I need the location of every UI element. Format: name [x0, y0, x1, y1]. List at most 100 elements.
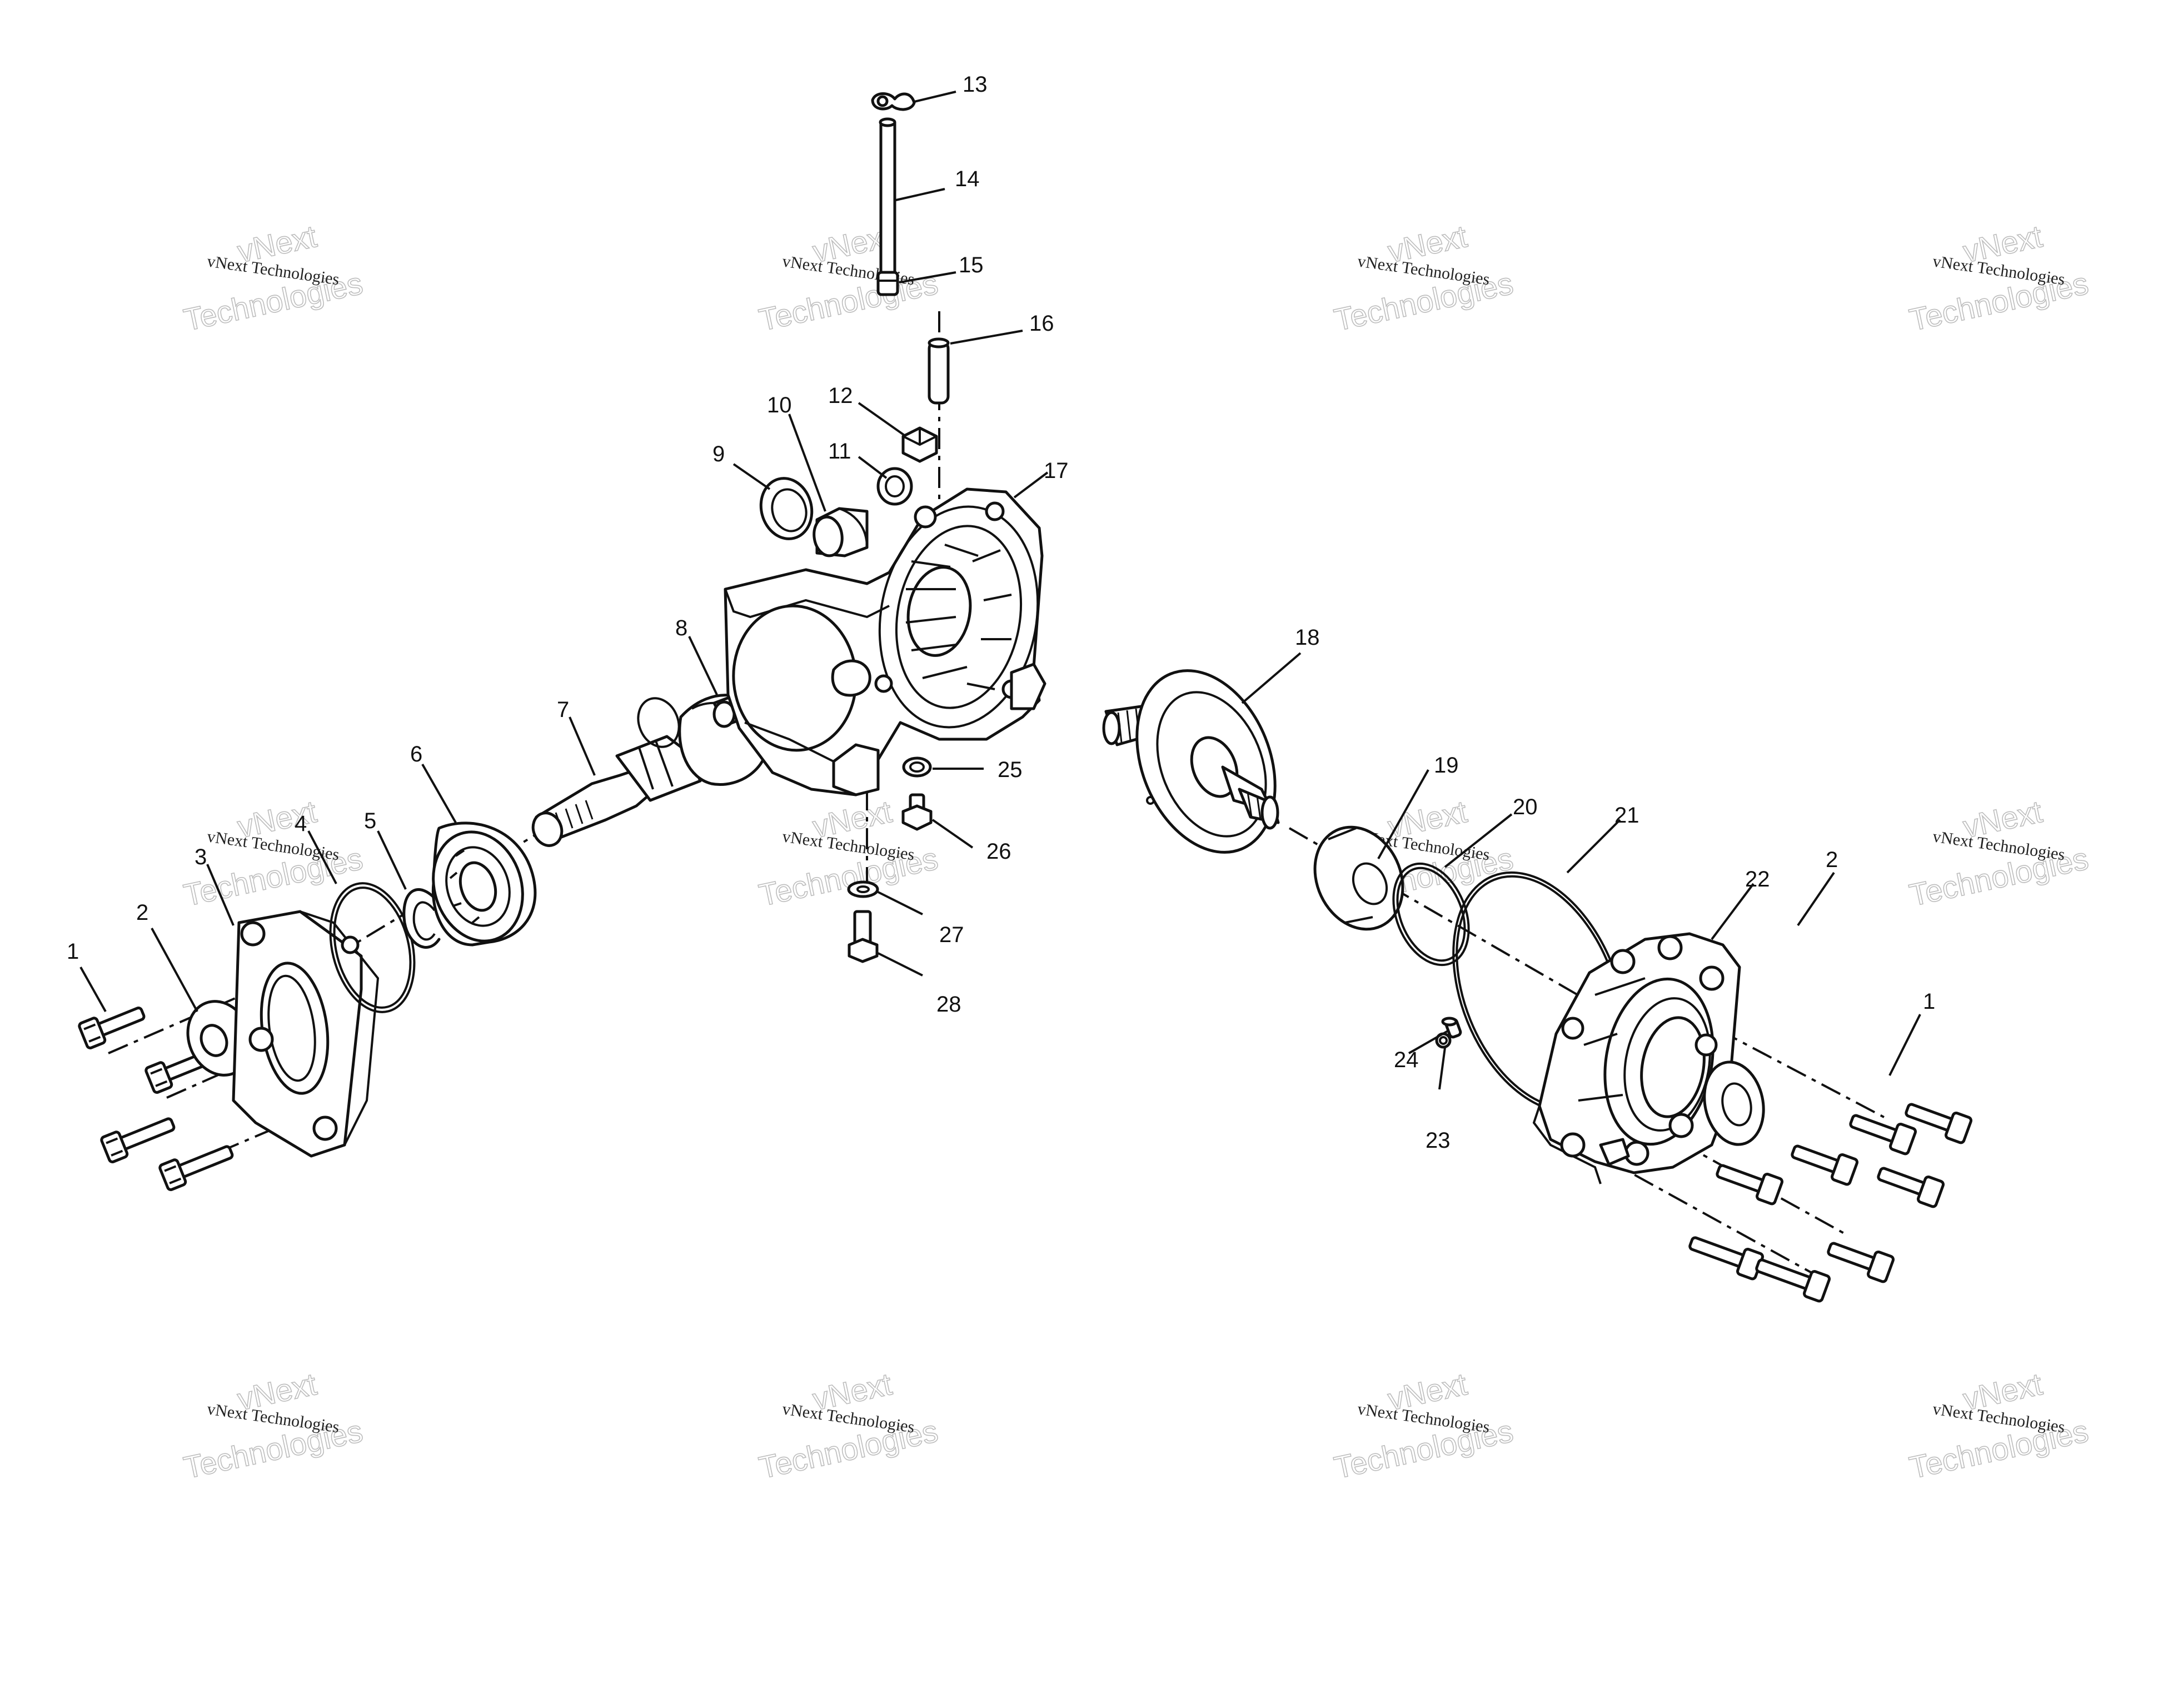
- bolt-part-1-right-8: [1755, 1258, 1831, 1303]
- bolt-part-1-right-2: [1905, 1103, 1973, 1144]
- callout-6: 6: [410, 742, 422, 766]
- leader-28: [878, 952, 923, 977]
- bolt-part-1-left-3: [100, 1117, 176, 1163]
- leader-8: [688, 636, 718, 695]
- leader-16: [950, 330, 1023, 345]
- callout-9: 9: [712, 442, 725, 466]
- watermark: vNext Technologies vNext Technologies: [1906, 218, 2091, 338]
- callout-1-left: 1: [67, 939, 79, 964]
- bolt-part-1-right-5: [1716, 1164, 1784, 1206]
- washer-part-25: [902, 756, 932, 778]
- watermark: vNext Technologies vNext Technologies: [755, 1366, 941, 1486]
- leader-6: [421, 764, 457, 823]
- callout-13: 13: [963, 72, 988, 97]
- vent-hose-part-14: [879, 117, 896, 274]
- leader-24: [1408, 1030, 1448, 1054]
- leader-10: [788, 414, 826, 512]
- bolt-part-1-left-4: [158, 1145, 234, 1191]
- callout-22: 22: [1745, 867, 1770, 892]
- callout-28: 28: [936, 992, 961, 1017]
- callout-8: 8: [675, 616, 687, 640]
- clip-part-13: [871, 92, 916, 111]
- o-ring-part-20-inner: [1396, 867, 1466, 962]
- leader-14: [895, 188, 945, 201]
- watermark: vNext Technologies vNext Technologies: [1330, 1366, 1516, 1486]
- watermark: vNext Technologies vNext Technologies: [1906, 1366, 2091, 1486]
- fitting-part-15: [876, 271, 899, 296]
- leader-18: [1241, 652, 1302, 704]
- bolt-part-28: [848, 910, 879, 963]
- callout-12: 12: [828, 384, 853, 408]
- bolt-part-1-right: [1849, 1114, 1917, 1156]
- watermark: vNext Technologies vNext Technologies: [755, 218, 941, 338]
- leader-21: [1566, 819, 1621, 874]
- watermark: vNext Technologies vNext Technologies: [180, 1366, 366, 1486]
- leader-3: [206, 864, 235, 926]
- leader-4: [307, 830, 337, 884]
- callout-4: 4: [295, 811, 307, 836]
- leader-11: [858, 456, 888, 479]
- o-ring-part-4-inner: [333, 887, 412, 1009]
- pin-part-24: [1441, 1017, 1462, 1039]
- ring-gear-part-18: [1102, 669, 1280, 854]
- callout-27: 27: [939, 923, 964, 947]
- callout-11: 11: [828, 439, 851, 464]
- o-ring-part-20: [1392, 862, 1470, 967]
- plug-part-26: [901, 793, 933, 831]
- callout-labels: 1 2 3 4 5 6 7 8 9 10 11 12 13 14 15 16 1…: [67, 72, 1935, 1153]
- leader-1-right: [1888, 1014, 1921, 1076]
- seal-part-9: [759, 477, 814, 540]
- leader-lines: [79, 91, 1921, 1090]
- callout-17: 17: [1044, 459, 1069, 483]
- callout-10: 10: [767, 393, 792, 417]
- leader-20: [1444, 813, 1513, 868]
- leader-7: [569, 716, 596, 776]
- callout-14: 14: [955, 167, 980, 191]
- callout-3: 3: [195, 845, 207, 869]
- callout-26: 26: [986, 839, 1011, 864]
- bolt-part-1-right-6: [1827, 1242, 1895, 1283]
- sleeve-part-10: [813, 507, 869, 557]
- centerline-left-bolts: [108, 988, 256, 1054]
- pin-part-16: [928, 337, 950, 405]
- callout-2-left: 2: [136, 900, 148, 925]
- leader-15: [899, 271, 956, 283]
- leader-17: [1013, 471, 1049, 499]
- washer-part-11: [876, 467, 913, 506]
- bolt-part-1-right-3: [1791, 1144, 1859, 1186]
- bolt-part-1-right-4: [1877, 1167, 1945, 1208]
- callout-21: 21: [1614, 803, 1639, 828]
- leader-23: [1438, 1047, 1446, 1090]
- leader-19: [1377, 769, 1429, 859]
- centerline-right-bolts-3: [1600, 1155, 1812, 1274]
- callout-5: 5: [364, 809, 376, 833]
- callout-23: 23: [1426, 1128, 1451, 1153]
- leader-2-right: [1797, 872, 1835, 927]
- plug-part-12: [901, 426, 938, 463]
- leader-12: [858, 402, 907, 437]
- washer-part-27: [847, 880, 879, 898]
- leader-2-left: [151, 928, 198, 1012]
- leader-13: [914, 91, 956, 103]
- bolt-part-1-right-7: [1688, 1236, 1765, 1281]
- callout-1-right: 1: [1923, 989, 1935, 1014]
- leader-9: [732, 463, 771, 490]
- callout-20: 20: [1513, 795, 1538, 819]
- watermark: vNext Technologies vNext Technologies: [180, 793, 366, 913]
- seal-part-2-right: [1703, 1060, 1765, 1146]
- leader-26: [931, 819, 974, 849]
- callout-2-right: 2: [1826, 848, 1838, 872]
- leader-1-left: [79, 967, 107, 1012]
- callout-18: 18: [1295, 625, 1320, 650]
- callout-15: 15: [959, 253, 984, 277]
- leader-5: [377, 830, 407, 890]
- callout-16: 16: [1029, 311, 1054, 336]
- snap-ring-part-5: [402, 888, 441, 949]
- callout-7: 7: [557, 698, 569, 722]
- leader-22: [1711, 883, 1755, 940]
- gear-case-part-17: [724, 487, 1046, 796]
- leader-27: [878, 891, 923, 915]
- watermark: vNext Technologies vNext Technologies: [1906, 793, 2091, 913]
- watermark: vNext Technologies vNext Technologies: [180, 218, 366, 338]
